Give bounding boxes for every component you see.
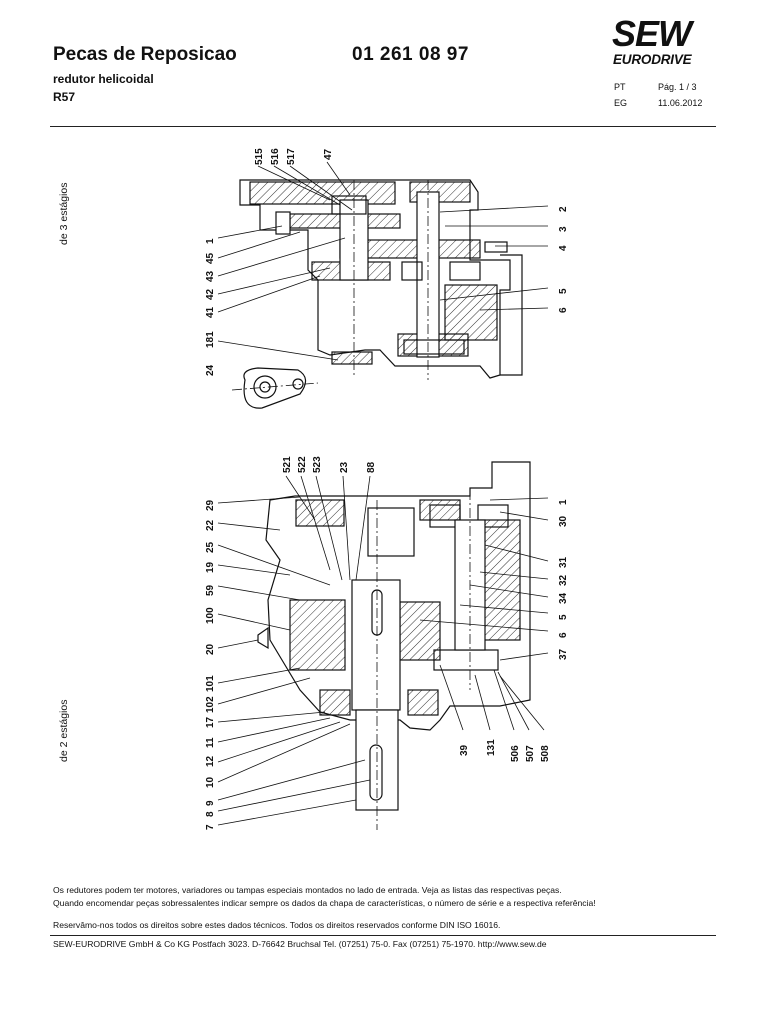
callout-181: 181 bbox=[205, 331, 216, 348]
callout-42: 42 bbox=[205, 288, 216, 300]
callout-131: 131 bbox=[486, 739, 497, 756]
callout-522: 522 bbox=[297, 456, 308, 473]
callout-22: 22 bbox=[205, 519, 216, 531]
callout-30: 30 bbox=[558, 515, 569, 527]
document-title: Pecas de Reposicao bbox=[53, 44, 237, 65]
callout-102: 102 bbox=[205, 696, 216, 713]
footer-note-1: Os redutores podem ter motores, variador… bbox=[53, 885, 562, 895]
callout-43: 43 bbox=[205, 270, 216, 282]
footer-divider bbox=[50, 935, 716, 936]
bottom-gearbox-drawing bbox=[257, 461, 531, 830]
footer-address: SEW-EURODRIVE GmbH & Co KG Postfach 3023… bbox=[53, 939, 547, 949]
callout-19: 19 bbox=[205, 561, 216, 573]
footer-rights: Reservâmo-nos todos os direitos sobre es… bbox=[53, 920, 501, 930]
top-leader-lines bbox=[217, 161, 549, 361]
callout-6b: 6 bbox=[558, 632, 569, 638]
callout-17: 17 bbox=[205, 716, 216, 728]
callout-508: 508 bbox=[540, 745, 551, 762]
page-number: Pág. 1 / 3 bbox=[658, 82, 697, 92]
footer-note-2: Quando encomendar peças sobressalentes i… bbox=[53, 898, 596, 908]
callout-2: 2 bbox=[558, 206, 569, 212]
callout-10: 10 bbox=[205, 776, 216, 788]
callout-507: 507 bbox=[525, 745, 536, 762]
callout-59: 59 bbox=[205, 584, 216, 596]
callout-31: 31 bbox=[558, 556, 569, 568]
callout-1: 1 bbox=[205, 238, 216, 244]
edition-code: EG bbox=[614, 98, 628, 108]
top-callouts: 515 516 517 47 1 45 43 42 41 181 24 2 3 … bbox=[205, 148, 569, 376]
callout-6: 6 bbox=[558, 307, 569, 313]
callout-41: 41 bbox=[205, 306, 216, 318]
callout-20: 20 bbox=[205, 643, 216, 655]
callout-45: 45 bbox=[205, 252, 216, 264]
callout-34: 34 bbox=[558, 592, 569, 604]
callout-517: 517 bbox=[286, 148, 297, 165]
bottom-callouts: 521 522 523 23 88 29 22 25 19 59 100 20 … bbox=[205, 456, 569, 830]
bottom-leader-lines bbox=[217, 475, 549, 826]
callout-516: 516 bbox=[270, 148, 281, 165]
callout-9: 9 bbox=[205, 800, 216, 806]
callout-39: 39 bbox=[459, 744, 470, 756]
callout-1b: 1 bbox=[558, 499, 569, 505]
callout-100: 100 bbox=[205, 607, 216, 624]
document-date: 11.06.2012 bbox=[658, 98, 703, 108]
part-number: 01 261 08 97 bbox=[352, 44, 469, 65]
callout-4: 4 bbox=[558, 245, 569, 251]
callout-29: 29 bbox=[205, 499, 216, 511]
language-code: PT bbox=[614, 82, 626, 92]
product-model: R57 bbox=[53, 90, 76, 104]
callout-8: 8 bbox=[205, 811, 216, 817]
callout-23: 23 bbox=[339, 461, 350, 473]
callout-3: 3 bbox=[558, 226, 569, 232]
callout-37: 37 bbox=[558, 648, 569, 660]
eurodrive-logo: EURODRIVE bbox=[613, 52, 692, 67]
callout-12: 12 bbox=[205, 755, 216, 767]
callout-101: 101 bbox=[205, 675, 216, 692]
callout-25: 25 bbox=[205, 541, 216, 553]
callout-32: 32 bbox=[558, 574, 569, 586]
product-description: redutor helicoidal bbox=[53, 72, 154, 86]
header-divider bbox=[50, 126, 716, 127]
callout-521: 521 bbox=[282, 456, 293, 473]
callout-47: 47 bbox=[323, 148, 334, 160]
exploded-drawing: 515 516 517 47 1 45 43 42 41 181 24 2 3 … bbox=[205, 148, 569, 830]
callout-88: 88 bbox=[366, 461, 377, 473]
callout-506: 506 bbox=[510, 745, 521, 762]
callout-7: 7 bbox=[205, 824, 216, 830]
callout-515: 515 bbox=[254, 148, 265, 165]
callout-5b: 5 bbox=[558, 614, 569, 620]
callout-24: 24 bbox=[205, 364, 216, 376]
callout-5: 5 bbox=[558, 288, 569, 294]
callout-11: 11 bbox=[205, 737, 216, 748]
top-gearbox-drawing bbox=[231, 179, 523, 409]
sew-logo: SEW bbox=[612, 13, 692, 54]
callout-523: 523 bbox=[312, 456, 323, 473]
